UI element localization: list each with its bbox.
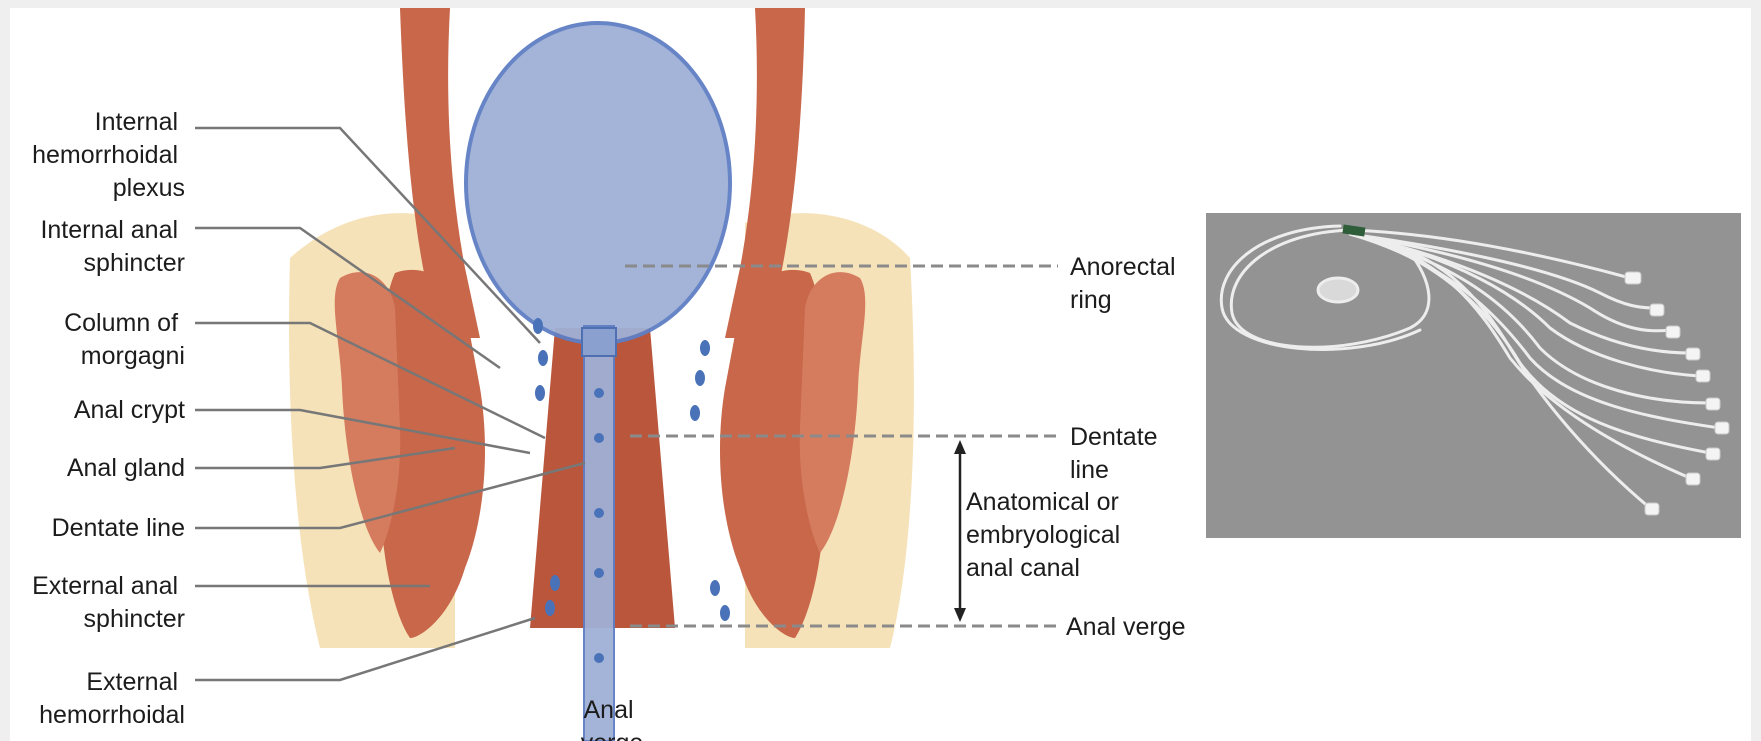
label-anorectal-ring: Anorectal ring [1070,253,1183,314]
anorectal-anatomy-figure: Internal hemorrhoidal plexus Internal an… [10,8,1751,741]
label-anal-verge-right: Anal verge [1066,613,1186,641]
bracket-arrow-up [954,440,966,454]
catheter-port [594,653,604,663]
label-dentate-line-right: Dentate line [1070,423,1165,484]
label-external-anal-sphincter: External anal sphincter [32,572,185,633]
label-dentate-line-left: Dentate line [52,514,185,542]
label-anal-verge-bottom: Anal verge [581,696,644,741]
label-external-hemorrhoidal-plexus: External hemorrhoidal [39,668,185,729]
catheter-port [594,508,604,518]
catheter-port [594,433,604,443]
anatomy-illustration [289,8,914,741]
manometry-catheter-photo [1206,213,1741,538]
label-column-of-morgagni: Column of morgagni [64,309,185,370]
label-internal-hemorrhoidal-plexus: Internal hemorrhoidal plexus [32,108,185,202]
bracket-arrow-down [954,608,966,622]
manometry-balloon [466,23,730,343]
catheter-port [594,568,604,578]
label-anal-crypt: Anal crypt [74,396,185,424]
label-anatomical-anal-canal: Anatomical or embryological anal canal [966,488,1127,582]
label-anal-gland: Anal gland [67,454,185,482]
catheter-connector [582,328,616,356]
catheter-port [594,388,604,398]
figure-canvas: Internal hemorrhoidal plexus Internal an… [10,8,1751,741]
right-labels: Anorectal ring Dentate line Anatomical o… [966,253,1186,641]
label-internal-anal-sphincter: Internal anal sphincter [40,216,185,277]
left-labels: Internal hemorrhoidal plexus Internal an… [32,108,185,729]
